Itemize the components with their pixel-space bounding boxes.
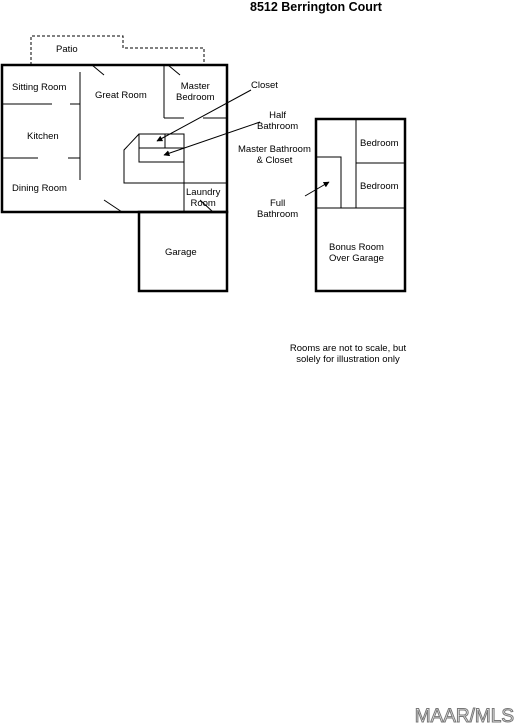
main-floor-outline: [0, 63, 229, 214]
master-bathroom-callout: Master Bathroom & Closet: [238, 144, 311, 166]
closet-arrow: [156, 89, 252, 142]
bedroom-label-2: Bedroom: [360, 181, 399, 192]
garage-outline: [137, 210, 229, 293]
half-bathroom-callout: Half Bathroom: [257, 110, 299, 132]
sitting-room-label: Sitting Room: [12, 82, 67, 93]
laundry-room-label: Laundry Room: [186, 187, 221, 209]
closet: [138, 133, 166, 149]
great-room-label: Great Room: [95, 90, 147, 101]
patio-label: Patio: [56, 44, 78, 55]
full-bathroom-arrow: [304, 181, 330, 197]
half-bathroom: [138, 147, 185, 163]
upper-floor: [314, 117, 407, 293]
half-bathroom-arrow: [163, 121, 261, 157]
full-bathroom-walls: [316, 156, 342, 208]
page-title: 8512 Berrington Court: [250, 0, 382, 14]
bedroom-label-1: Bedroom: [360, 138, 399, 149]
main-floor: [0, 63, 229, 214]
dining-room-label: Dining Room: [12, 183, 67, 194]
patio-outline: [30, 35, 205, 65]
door-swing-dining: [103, 199, 123, 213]
master-bedroom-label: Master Bedroom: [176, 81, 215, 103]
door-swing-great: [91, 64, 105, 76]
closet-bathroom-block: [123, 133, 185, 184]
upper-floor-outline: [314, 117, 407, 293]
kitchen-label: Kitchen: [27, 131, 59, 142]
bonus-room-label: Bonus Room Over Garage: [329, 242, 384, 264]
door-swing-laundry: [199, 199, 214, 213]
scale-note: Rooms are not to scale, but solely for i…: [289, 343, 407, 365]
full-bathroom-callout: Full Bathroom: [257, 198, 299, 220]
garage-label: Garage: [165, 247, 197, 258]
closet-callout: Closet: [251, 80, 278, 91]
callout-arrows: [156, 89, 330, 197]
watermark: MAAR/MLS: [414, 706, 514, 727]
door-swing-master: [167, 64, 181, 76]
